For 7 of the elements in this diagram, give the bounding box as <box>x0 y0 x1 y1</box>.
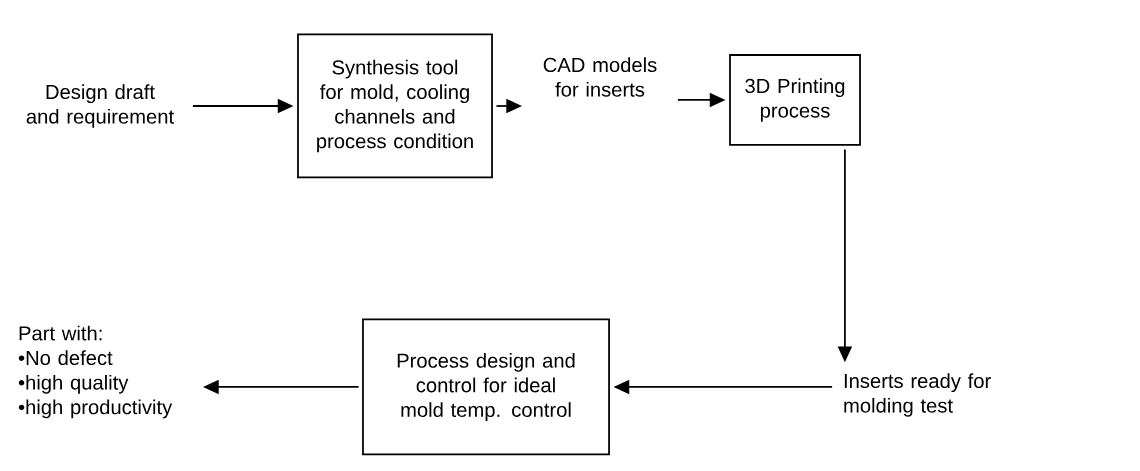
text-label: Inserts ready for molding test <box>844 373 991 417</box>
text-label: Part with: •No defect •high quality •high productivity <box>18 325 173 419</box>
process-box: Synthesis tool for mold, cooling channels and process condition <box>297 33 493 179</box>
process-box: Process design and control for ideal mold temp. control <box>362 318 610 456</box>
text-label: Design draft and requirement <box>26 84 174 128</box>
text-label: CAD models for inserts <box>543 57 657 97</box>
process-box: 3D Printing process <box>729 54 861 146</box>
